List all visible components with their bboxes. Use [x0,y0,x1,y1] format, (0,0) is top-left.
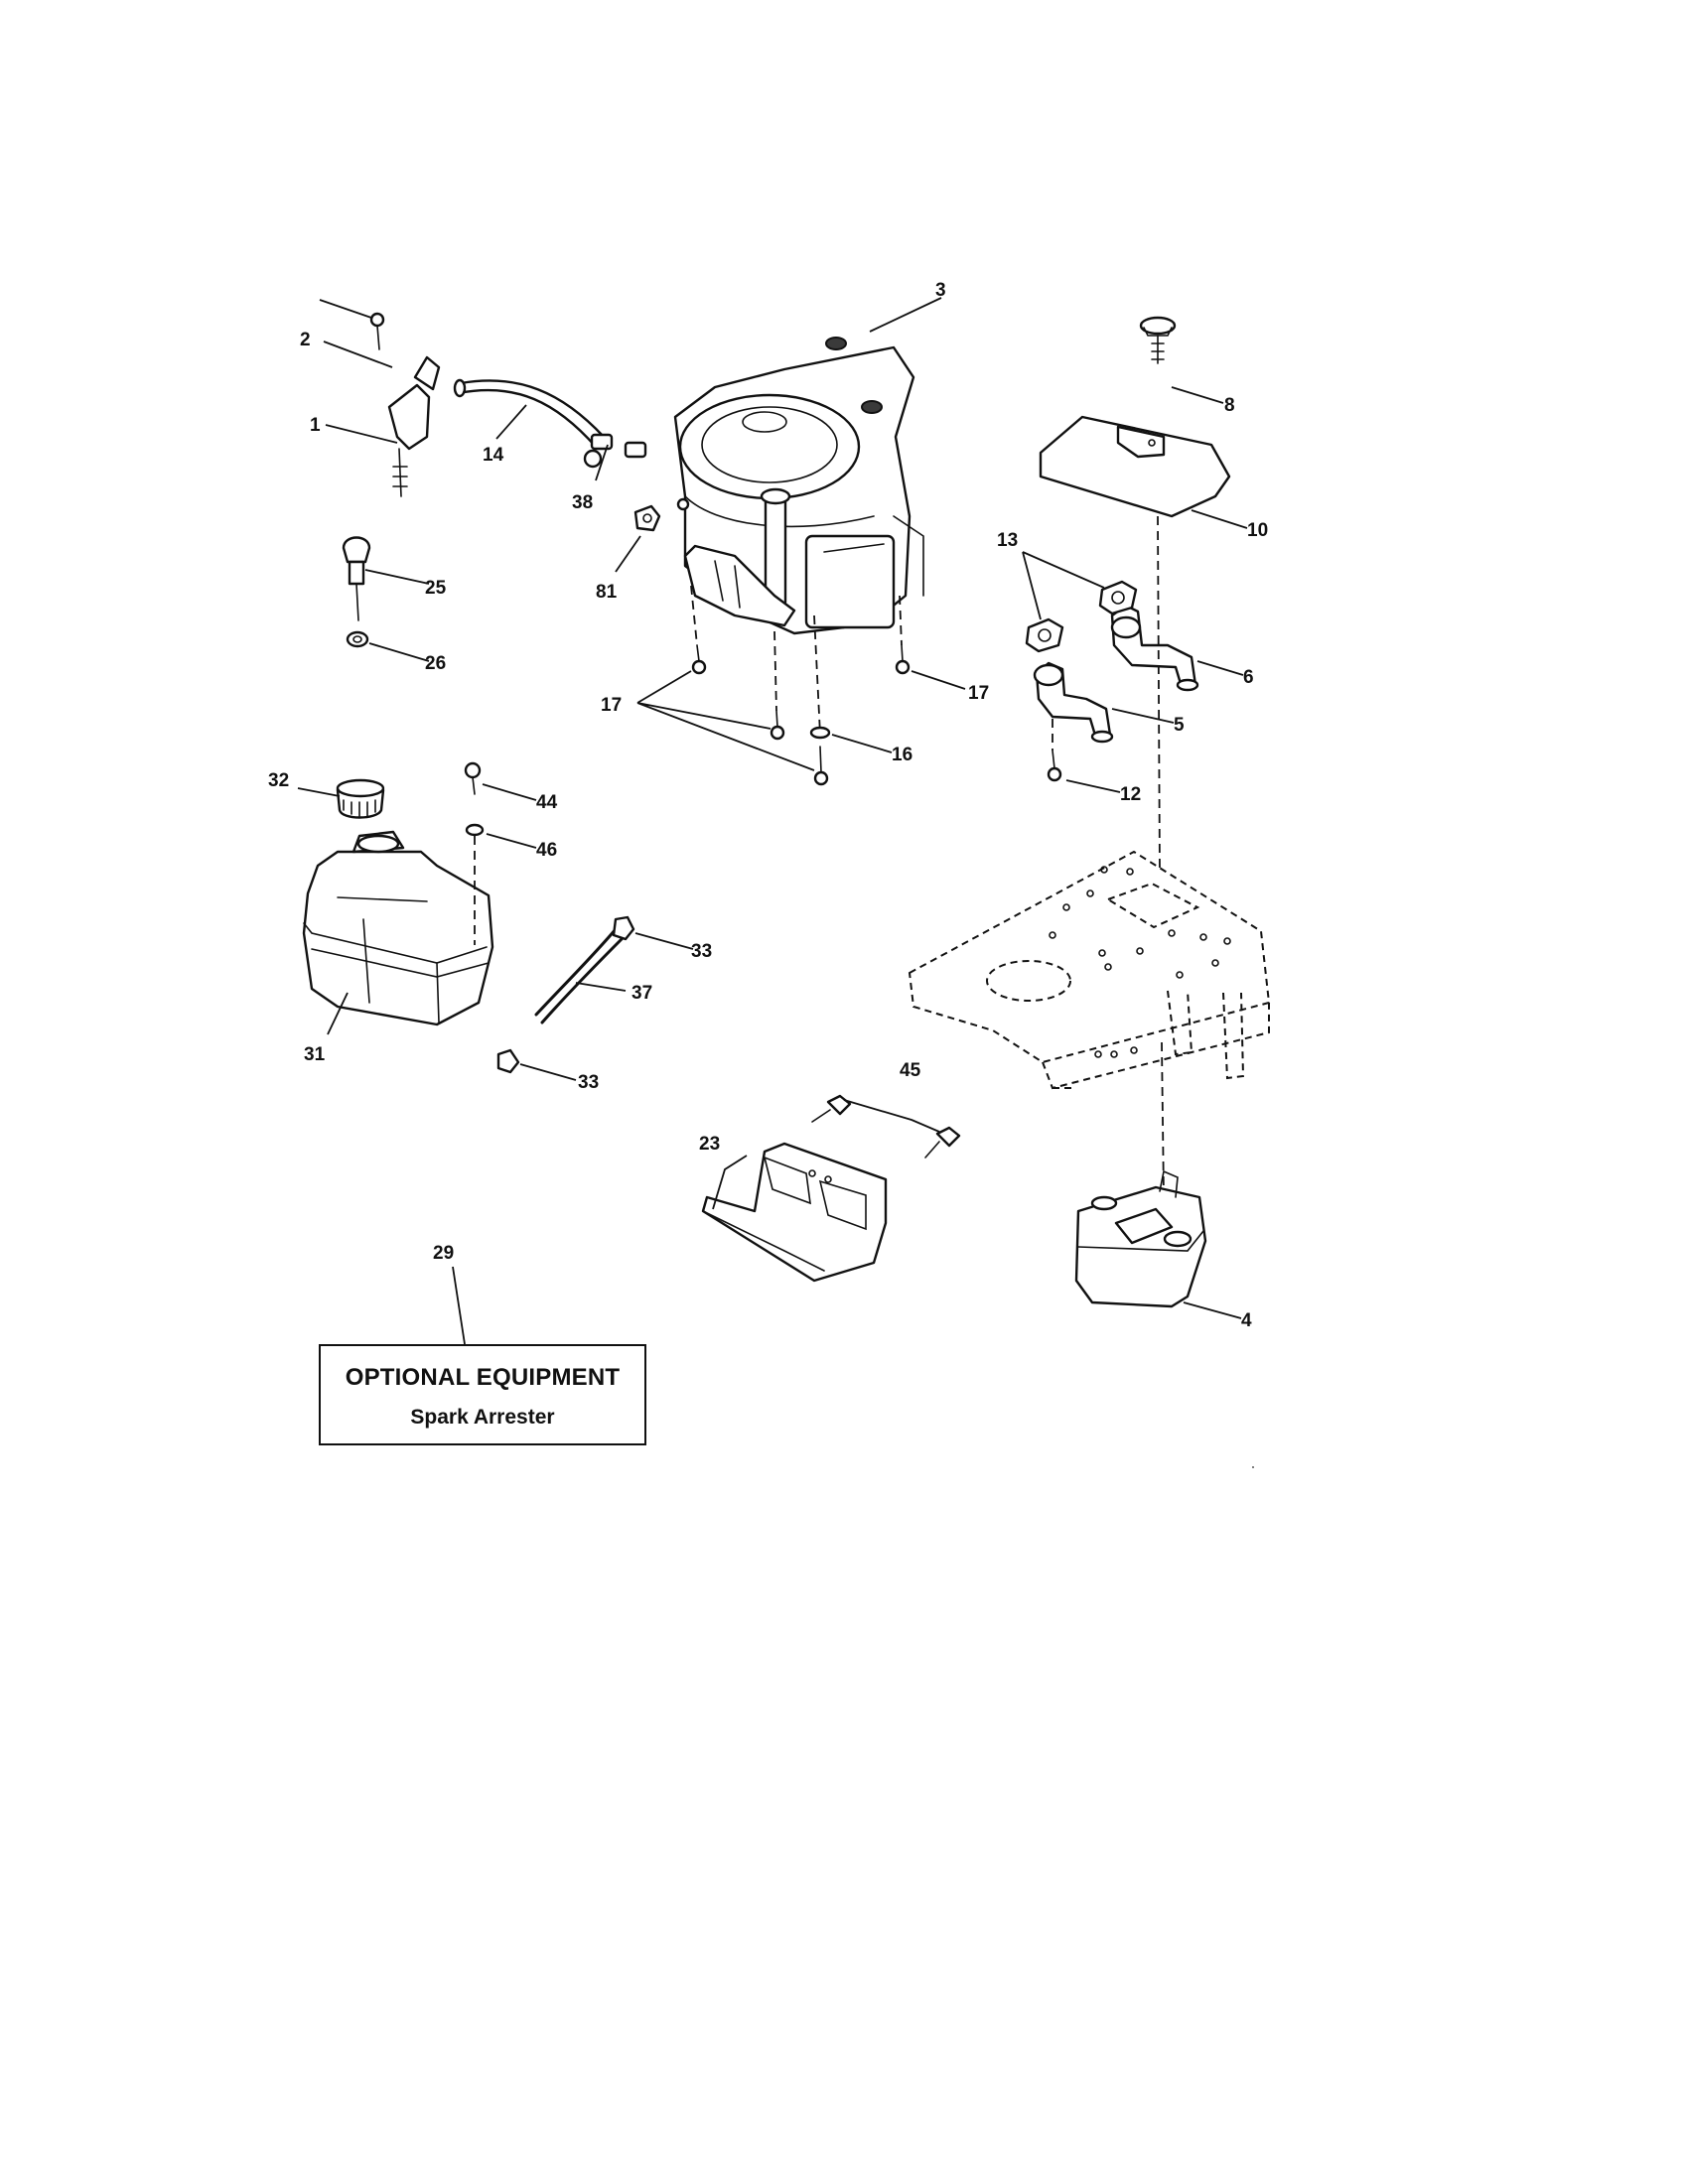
bracket-23-part [701,1142,888,1283]
callout-33-bottom: 33 [578,1072,599,1093]
callout-1: 1 [310,415,321,436]
washer-26-part [346,630,369,648]
fuel-cap-part [336,778,385,819]
screw-44-part [464,761,482,795]
callout-13: 13 [997,530,1018,551]
callout-32: 32 [268,770,289,791]
alignment-line [1157,515,1165,1198]
heat-shield-part [1039,415,1231,518]
exhaust-pipe-6-part [1110,604,1199,692]
callout-3: 3 [935,280,946,301]
optional-equipment-box: OPTIONAL EQUIPMENT Spark Arrester [319,1344,646,1445]
callout-5: 5 [1174,715,1185,736]
dipstick-part [342,536,371,621]
callout-26: 26 [425,653,446,674]
washer-46-part [465,823,485,945]
exhaust-pipe-5-part [1033,661,1114,744]
callout-46: 46 [536,840,557,861]
callout-8: 8 [1224,395,1235,416]
nut-81-part [633,497,690,532]
callout-16: 16 [892,745,912,765]
callout-33-top: 33 [691,941,712,962]
bolt-17-part [690,585,911,786]
callout-4: 4 [1241,1310,1252,1331]
callout-81: 81 [596,582,618,603]
stray-mark [1252,1466,1254,1468]
clamp-33-part [496,915,635,1074]
callout-6: 6 [1243,667,1254,688]
bolt-8-part [1139,316,1177,364]
bolt-45-part [811,1094,961,1159]
screw-2-part [369,312,385,350]
washer-16-part [809,726,831,740]
optional-equipment-title: OPTIONAL EQUIPMENT [345,1364,621,1391]
callout-2: 2 [300,330,311,350]
callout-23: 23 [699,1134,720,1155]
muffler-part [1074,1169,1207,1308]
fuel-hose-part [453,378,606,449]
callout-14: 14 [483,445,504,466]
callout-25: 25 [425,578,447,599]
callout-10: 10 [1247,520,1268,541]
callout-17-left: 17 [601,695,622,716]
chassis-frame [908,850,1271,1090]
gasket-13-part [1025,580,1138,653]
optional-equipment-item: Spark Arrester [410,1406,555,1429]
callout-31: 31 [304,1044,326,1065]
throttle-bracket-part [387,355,441,497]
callout-44: 44 [536,792,558,813]
callout-45: 45 [900,1060,921,1081]
fuel-line-part [534,927,626,1024]
fuel-tank-part [302,830,494,1026]
callout-38: 38 [572,492,593,513]
engine-part [673,337,924,635]
callout-29: 29 [433,1243,454,1264]
callout-17-right: 17 [968,683,989,704]
callout-37: 37 [632,983,652,1004]
bolt-12-part [1047,719,1062,782]
clamp-38-part [583,433,647,469]
callout-12: 12 [1120,784,1141,805]
